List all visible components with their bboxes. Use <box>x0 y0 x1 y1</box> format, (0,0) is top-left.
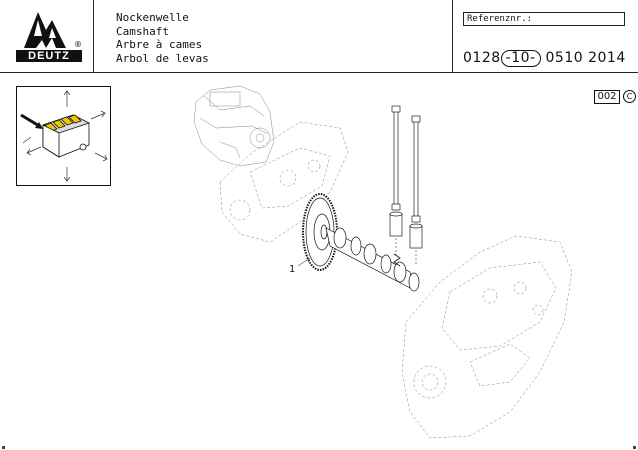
deutz-logo-mark-icon <box>24 12 66 48</box>
orientation-inset <box>16 86 111 186</box>
reference-prefix: 0128 <box>463 50 501 66</box>
corner-mark <box>2 446 5 449</box>
reference-suffix: 0510 2014 <box>545 50 626 66</box>
title-english: Camshaft <box>116 24 169 38</box>
document-header: ® DEUTZ Nockenwelle Camshaft Arbre à cam… <box>0 0 638 73</box>
engine-orientation-icon <box>20 90 108 182</box>
reference-number: 0128-10- 0510 2014 <box>463 50 626 67</box>
registered-mark: ® <box>74 40 82 49</box>
part-title-block: Nockenwelle Camshaft Arbre à cames Arbol… <box>116 11 209 65</box>
reference-panel: Referenznr.: 0128-10- 0510 2014 <box>452 0 638 72</box>
camshaft-exploded-drawing <box>193 85 573 439</box>
brand-logo: ® DEUTZ <box>12 0 94 72</box>
reference-group-circled: -10- <box>500 50 541 67</box>
corner-mark <box>633 446 636 449</box>
copyright-icon: C <box>623 90 636 103</box>
reference-field[interactable]: Referenznr.: <box>463 12 625 26</box>
title-german: Nockenwelle <box>116 11 189 24</box>
title-spanish: Arbol de levas <box>116 51 209 65</box>
part-callout-1: 1 <box>289 264 296 275</box>
page-number: 002 <box>594 90 620 104</box>
title-french: Arbre à cames <box>116 38 203 51</box>
brand-wordmark: DEUTZ <box>16 50 82 62</box>
